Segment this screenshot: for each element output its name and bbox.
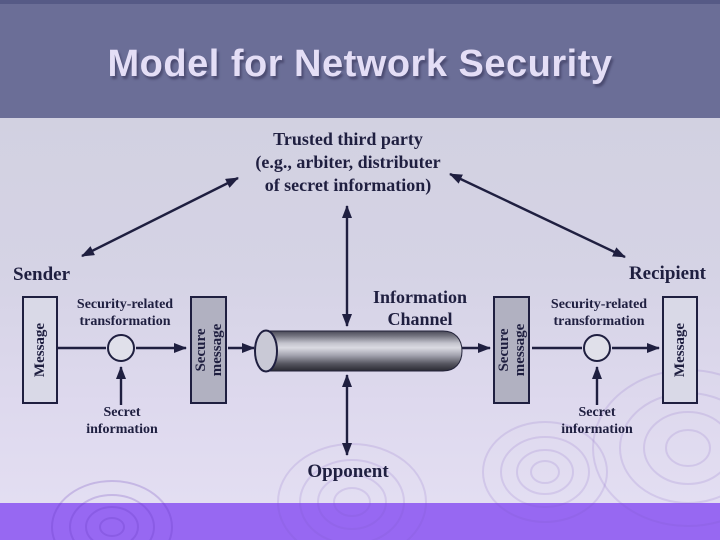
security-transformation-label-right: Security-related transformation [550,297,648,329]
secret-information-label-right: Secret information [561,405,633,437]
footer-band [0,503,720,540]
trusted-third-party-line2: (e.g., arbiter, distributer [255,152,441,172]
trusted-third-party-label: Trusted third party (e.g., arbiter, dist… [230,128,466,197]
trusted-third-party-line3: of secret information) [264,175,432,195]
slide-header: Model for Network Security [0,0,720,118]
message-box-right: Message [662,296,698,404]
information-channel-label: Information Channel [373,287,467,329]
transformation-circle-right [583,334,611,362]
message-box-right-label: Message [672,322,688,378]
message-box-left: Message [22,296,58,404]
trusted-third-party-line1: Trusted third party [273,129,423,149]
message-box-left-label: Message [32,322,48,378]
sender-label: Sender [13,264,70,285]
secret-information-label-left: Secret information [86,405,158,437]
transformation-circle-left [107,334,135,362]
recipient-label: Recipient [628,263,706,284]
security-transformation-label-left: Security-related transformation [76,297,174,329]
opponent-label: Opponent [307,461,389,482]
slide-title: Model for Network Security [107,42,613,85]
